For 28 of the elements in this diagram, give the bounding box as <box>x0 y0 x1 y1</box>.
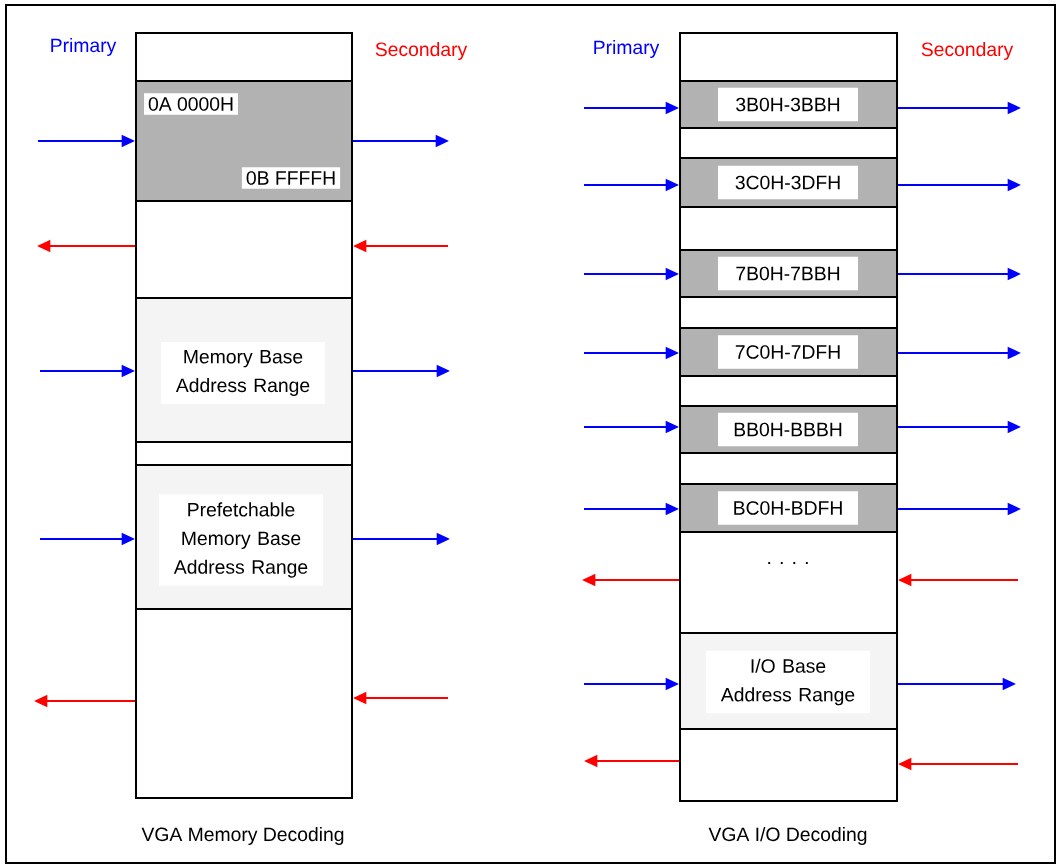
region-box: 0A 0000H 0B FFFFH <box>135 80 353 202</box>
region-box <box>135 32 353 82</box>
region-box <box>679 206 898 251</box>
region-box <box>135 200 353 299</box>
region-box: . . . . <box>679 531 898 634</box>
region-box: I/O Base Address Range <box>679 632 898 730</box>
side-label: Primary <box>594 40 660 58</box>
region-box <box>679 127 898 159</box>
side-label: Secondary <box>375 42 468 60</box>
caption: VGA I/O Decoding <box>708 827 867 845</box>
region-box <box>679 728 898 802</box>
caption: VGA Memory Decoding <box>141 827 344 845</box>
region-box: 7C0H-7DFH <box>679 327 898 377</box>
region-box: 7B0H-7BBH <box>679 249 898 298</box>
side-label: Secondary <box>921 42 1014 60</box>
side-label: Primary <box>51 38 117 56</box>
region-box: BB0H-BBBH <box>679 405 898 454</box>
region-box: Prefetchable Memory Base Address Range <box>135 464 353 610</box>
region-box: BC0H-BDFH <box>679 483 898 533</box>
region-box <box>135 608 353 799</box>
region-box <box>679 375 898 407</box>
region-box: Memory Base Address Range <box>135 297 353 443</box>
region-box <box>679 32 898 82</box>
region-box: 3B0H-3BBH <box>679 80 898 129</box>
region-box <box>135 441 353 466</box>
region-box <box>679 296 898 329</box>
region-box: 3C0H-3DFH <box>679 157 898 208</box>
region-box <box>679 452 898 485</box>
